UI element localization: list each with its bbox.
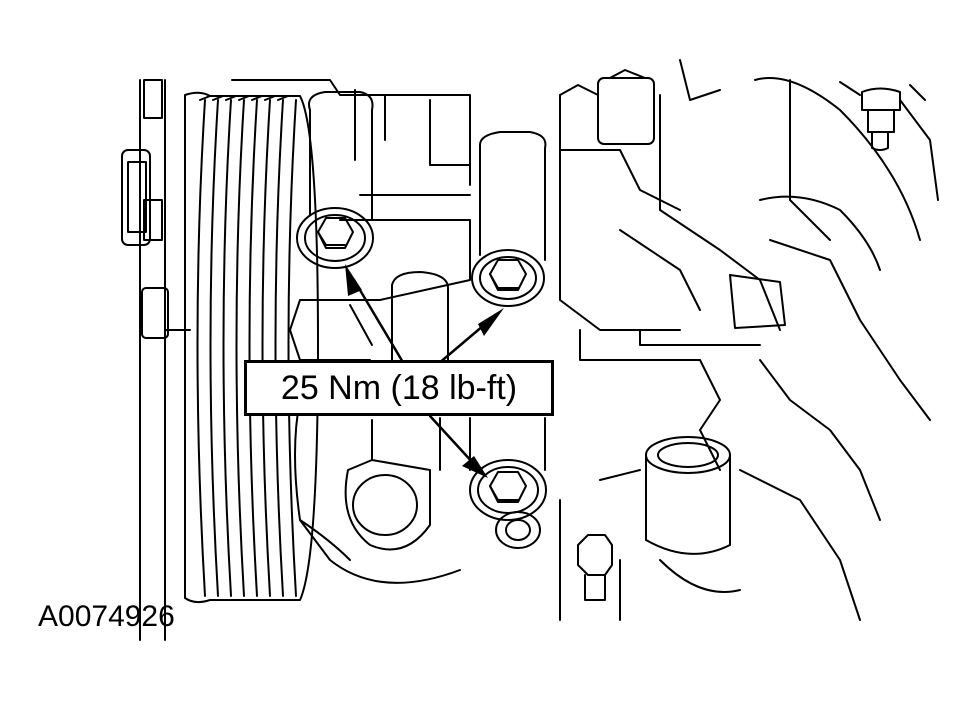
fitting	[471, 131, 547, 307]
fitting	[296, 91, 374, 269]
pump-body	[231, 79, 471, 584]
figure-id-label: A0074926	[38, 600, 175, 633]
torque-callout-box: 25 Nm (18 lb-ft)	[244, 360, 554, 416]
left-bracket	[121, 79, 191, 641]
fitting	[559, 436, 861, 621]
arrowhead	[462, 456, 488, 478]
torque-callout-label: 25 Nm (18 lb-ft)	[280, 368, 518, 407]
bolt	[577, 534, 613, 601]
fitting	[344, 417, 441, 551]
bolt	[479, 256, 537, 300]
pulley	[184, 91, 319, 604]
fitting	[289, 271, 449, 371]
engine-block	[559, 59, 939, 521]
bolt	[304, 214, 366, 262]
stud	[839, 81, 926, 151]
arrowhead	[478, 308, 504, 336]
bolt	[469, 417, 547, 549]
arrowhead	[345, 264, 362, 296]
